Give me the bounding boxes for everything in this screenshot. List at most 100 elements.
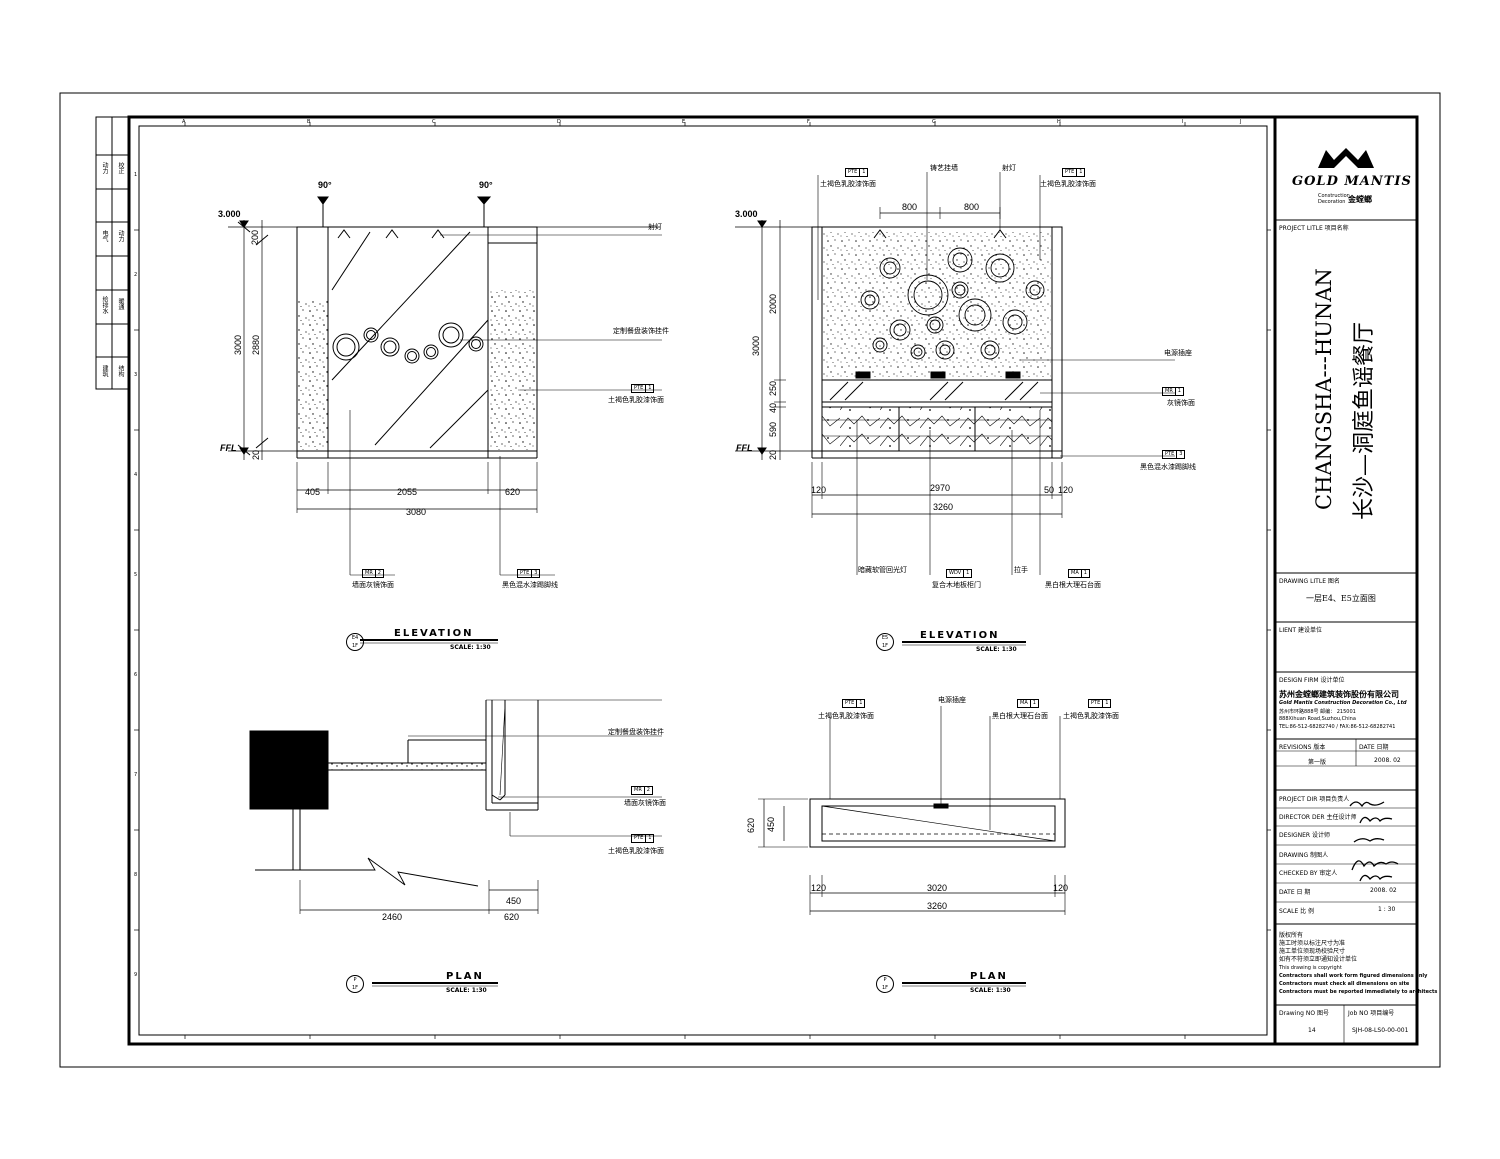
- grid-letter-e: E: [682, 119, 686, 125]
- plan-left-dim-2460: 2460: [382, 912, 403, 922]
- e4-title: ELEVATION: [394, 628, 474, 639]
- drawing-by-label: DRAWING 制图人: [1279, 852, 1329, 859]
- title-block-lines: [1275, 219, 1417, 1044]
- plan-right-note-socket: 电源插座: [938, 696, 966, 704]
- grid-number-8: 8: [134, 872, 138, 878]
- e4-dim-3000: 3000: [233, 334, 243, 355]
- plan-left-note-paint: 土褐色乳胶漆饰面: [608, 847, 664, 855]
- plan-right: [758, 706, 1066, 987]
- drawing-title-label: DRAWING LITLE 图名: [1279, 578, 1340, 585]
- design-firm-en: Gold Mantis Construction Decoration Co.,…: [1279, 700, 1407, 706]
- logo-cn: 金螳螂: [1348, 195, 1372, 204]
- e4-angle-left: 90°: [318, 180, 332, 190]
- grid-letter-f: F: [807, 119, 810, 125]
- e4-scale: SCALE: 1:30: [450, 644, 491, 651]
- scale-label: SCALE 比 例: [1279, 908, 1315, 915]
- note-line: 版权所有: [1279, 932, 1304, 939]
- e5-note-led: 暗藏软管回光灯: [858, 566, 907, 574]
- e5-note-handle: 拉手: [1014, 566, 1028, 574]
- e5-note-marble: 黑白根大理石台面: [1045, 581, 1101, 589]
- plan-left-note-mirror: 墙面灰镜饰面: [624, 799, 666, 807]
- strip-cell-1: 动力: [101, 162, 108, 174]
- strip-cell-3: 电气: [101, 230, 108, 242]
- strip-cell-5: 给排水: [101, 296, 108, 314]
- grid-letter-b: B: [307, 119, 311, 125]
- e5-title: ELEVATION: [920, 630, 1000, 641]
- grid-letter-j: J: [1240, 119, 1242, 125]
- e5-dim-250: 250: [768, 380, 778, 396]
- job-no-label: Job NO 项目编号: [1348, 1010, 1395, 1017]
- e5-elevation: [735, 172, 1175, 646]
- grid-number-4: 4: [134, 472, 138, 478]
- grid-number-3: 3: [134, 372, 138, 378]
- e5-note-paint-left: 土褐色乳胶漆饰面: [820, 180, 876, 188]
- drawing-no-label: Drawing NO 图号: [1279, 1010, 1329, 1017]
- job-no: SJH-08-LS0-00-001: [1352, 1027, 1409, 1034]
- e5-note-art: 铸艺挂墙: [930, 164, 958, 172]
- logo-sub1: Construction: [1318, 193, 1350, 199]
- e5-note-door: 复合木地板柜门: [932, 581, 981, 589]
- e4-angle-right: 90°: [479, 180, 493, 190]
- revision-date: 2008. 02: [1374, 757, 1401, 764]
- e4-note-plate: 定制餐盘装饰挂件: [613, 327, 669, 335]
- e5-note-socket: 电源插座: [1164, 349, 1192, 357]
- plan-left-scale: SCALE: 1:30: [446, 987, 487, 994]
- plan-right-dim-450: 450: [766, 816, 776, 832]
- e4-note-baseboard: 黑色混水漆踢脚线: [502, 581, 558, 589]
- project-title-en: CHANGSHA---HUNAN: [1312, 268, 1336, 510]
- plan-right-dim-620: 620: [746, 817, 756, 833]
- checked-by-label: CHECKED BY 审定人: [1279, 870, 1338, 877]
- grid-number-1: 1: [134, 172, 138, 178]
- e5-dim-120-left: 120: [811, 485, 827, 495]
- e5-dim-40: 40: [768, 402, 778, 413]
- strip-cell-4: 动力: [117, 230, 124, 242]
- grid-letter-d: D: [557, 119, 561, 125]
- e5-dim-total: 3260: [933, 502, 954, 512]
- date-label: DATE 日 期: [1279, 889, 1311, 896]
- plan-left-dim-450: 450: [506, 896, 522, 906]
- e4-dim-total: 3080: [406, 507, 427, 517]
- e5-level-ffl: FFL: [736, 443, 753, 453]
- e5-dim-50: 50: [1044, 485, 1055, 495]
- project-dir-label: PROJECT DIR 项目负责人: [1279, 796, 1350, 803]
- plan-right-scale: SCALE: 1:30: [970, 987, 1011, 994]
- design-firm-addr-en: 888Xihuan Road,Suzhou,China: [1279, 716, 1356, 722]
- logo-mark: [1318, 148, 1374, 168]
- e5-note-spotlight: 射灯: [1002, 164, 1016, 172]
- project-title-cn: 长沙—洞庭鱼谣餐厅: [1352, 321, 1377, 520]
- client-label: LIENT 建设单位: [1279, 627, 1322, 634]
- notes-block: 版权所有 施工时须以标注尺寸为准 施工单位须现场校验尺寸 如有不符须立即通知设计…: [1279, 932, 1437, 996]
- e5-note-mirror: 灰镜饰面: [1167, 399, 1195, 407]
- grid-number-5: 5: [134, 572, 138, 578]
- grid-number-6: 6: [134, 672, 138, 678]
- note-line: Contractors must check all dimensions on…: [1279, 981, 1410, 987]
- e4-dim-620: 620: [505, 487, 521, 497]
- e4-dim-405: 405: [305, 487, 321, 497]
- plan-right-dim-120-right: 120: [1053, 883, 1069, 893]
- e5-dim-120-right: 120: [1058, 485, 1074, 495]
- note-line: 施工单位须现场校验尺寸: [1279, 948, 1346, 955]
- note-line: Contractors must be reported immediately…: [1279, 989, 1438, 995]
- e5-dim-800-left: 800: [902, 202, 918, 212]
- plan-left-title: PLAN: [446, 971, 484, 982]
- grid-number-9: 9: [134, 972, 138, 978]
- e4-dim-2880: 2880: [251, 334, 261, 355]
- e4-level-ffl: FFL: [220, 443, 237, 453]
- strip-cell-2: 校正: [117, 162, 124, 174]
- strip-cell-7: 建筑: [101, 365, 108, 377]
- grid-letter-a: A: [182, 119, 186, 125]
- grid-letter-c: C: [432, 119, 436, 125]
